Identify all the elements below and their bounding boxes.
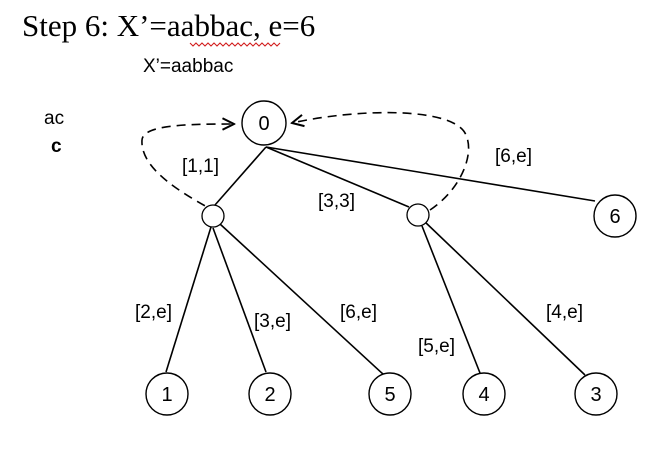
leaf-node-3 <box>574 372 618 416</box>
leaf-label-5: 5 <box>384 384 395 406</box>
suffix-link-right <box>292 111 470 211</box>
edge-left-leaf1 <box>165 226 212 373</box>
leaf-node-2 <box>248 372 292 416</box>
internal-node-left <box>201 204 225 228</box>
leaf-label-4: 4 <box>478 384 489 406</box>
edge-root-leaf6 <box>265 146 596 202</box>
slide-title: Step 6: X’=aabbac, e=6 <box>22 8 315 43</box>
side-text-c: c <box>51 136 62 157</box>
root-node <box>241 100 287 146</box>
edge-label-3-3: [3,3] <box>318 191 355 212</box>
leaf-label-2: 2 <box>264 384 275 406</box>
edge-label-6-e-top: [6,e] <box>495 146 532 167</box>
edge-root-right <box>265 146 410 208</box>
leaf-label-6: 6 <box>609 206 620 228</box>
title-prefix: Step 6: X’= <box>22 8 167 43</box>
edge-right-leaf3 <box>423 220 586 376</box>
title-suffix: , e=6 <box>253 8 315 43</box>
edge-label-3-e: [3,e] <box>254 311 291 332</box>
edge-left-leaf2 <box>212 227 267 373</box>
leaf-node-6 <box>593 194 637 238</box>
leaf-node-4 <box>462 372 506 416</box>
internal-node-right <box>406 203 430 227</box>
suffix-link-left <box>141 124 234 214</box>
side-text-ac: ac <box>44 108 64 129</box>
leaf-label-3: 3 <box>590 384 601 406</box>
spellcheck-underline <box>189 42 281 47</box>
edge-label-2-e: [2,e] <box>135 302 172 323</box>
edge-right-leaf4 <box>421 225 481 374</box>
title-string: aabbac <box>167 8 253 43</box>
root-node-label: 0 <box>258 113 269 135</box>
leaf-node-5 <box>368 372 412 416</box>
subtitle: X’=aabbac <box>143 56 233 77</box>
edge-label-6-e-bottom: [6,e] <box>340 302 377 323</box>
edge-label-1-1: [1,1] <box>182 156 219 177</box>
edge-label-5-e: [5,e] <box>418 336 455 357</box>
edge-left-leaf5 <box>219 223 385 376</box>
edge-root-left <box>214 146 267 206</box>
leaf-label-1: 1 <box>161 384 172 406</box>
edge-label-4-e: [4,e] <box>546 302 583 323</box>
leaf-node-1 <box>145 372 189 416</box>
